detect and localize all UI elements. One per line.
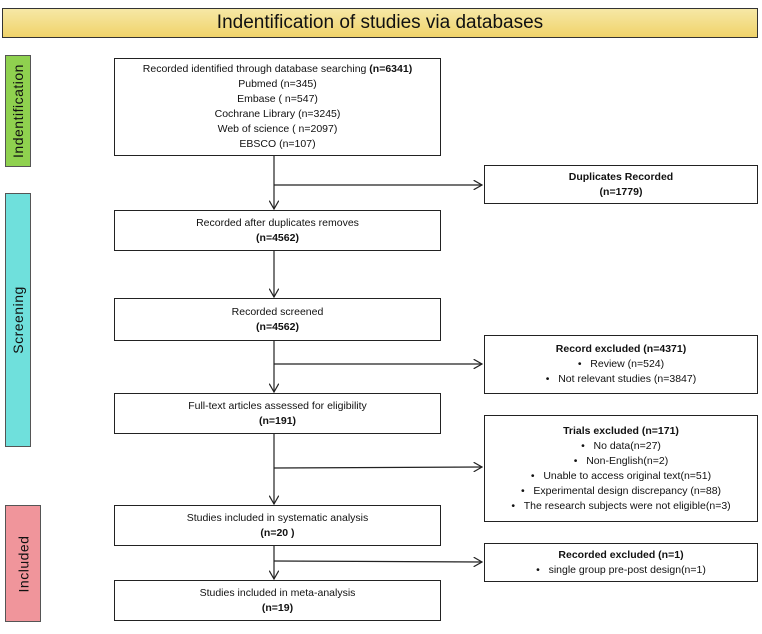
list-item: Not relevant studies (n=3847)	[485, 372, 757, 387]
phase-screening: Screening	[5, 193, 31, 447]
box-record-excluded: Record excluded (n=4371) Review (n=524) …	[484, 335, 758, 394]
list-item: single group pre-post design(n=1)	[485, 563, 757, 578]
box-title: Trials excluded (n=171)	[563, 424, 679, 437]
list-item: Experimental design discrepancy (n=88)	[485, 484, 757, 499]
list-item: Non-English(n=2)	[485, 454, 757, 469]
box-after-duplicates: Recorded after duplicates removes (n=4562…	[114, 210, 441, 251]
box-title: Recorded excluded (n=1)	[558, 548, 684, 561]
box-count: (n=20 )	[260, 526, 295, 539]
box-text: Studies included in systematic analysis	[186, 511, 369, 524]
box-count: (n=6341)	[369, 63, 413, 75]
source-item: Pubmed (n=345)	[238, 78, 317, 90]
arrow	[273, 561, 482, 562]
header-title: Indentification of studies via databases	[2, 8, 758, 38]
box-count: (n=4562)	[256, 231, 299, 244]
list-item: Review (n=524)	[485, 357, 757, 372]
box-text: Studies included in meta-analysis	[199, 586, 356, 599]
list-item: The research subjects were not eligible(…	[485, 499, 757, 514]
box-text: Recorded after duplicates removes	[196, 216, 359, 229]
box-meta: Studies included in meta-analysis (n=19)	[114, 580, 441, 621]
box-count: (n=191)	[258, 414, 297, 427]
box-text: Recorded screened	[231, 305, 324, 318]
box-identified: Recorded identified through database sea…	[114, 58, 441, 156]
list-item: No data(n=27)	[485, 439, 757, 454]
box-text: Full-text articles assessed for eligibil…	[188, 399, 367, 412]
phase-identification: Indentification	[5, 55, 31, 167]
box-recorded-excluded: Recorded excluded (n=1) single group pre…	[484, 543, 758, 582]
box-duplicates: Duplicates Recorded (n=1779)	[484, 165, 758, 204]
box-count: (n=1779)	[599, 185, 643, 198]
box-trials-excluded: Trials excluded (n=171) No data(n=27) No…	[484, 415, 758, 522]
arrow	[273, 467, 482, 468]
box-title: Record excluded (n=4371)	[555, 343, 687, 355]
box-title: Duplicates Recorded	[568, 170, 674, 183]
box-screened: Recorded screened (n=4562)	[114, 298, 441, 341]
box-fulltext: Full-text articles assessed for eligibil…	[114, 393, 441, 434]
list-item: Unable to access original text(n=51)	[485, 469, 757, 484]
phase-included: Included	[5, 505, 41, 622]
box-count: (n=19)	[261, 601, 294, 614]
source-item: Web of science ( n=2097)	[217, 123, 338, 135]
box-text: Recorded identified through database sea…	[142, 63, 370, 75]
source-item: EBSCO (n=107)	[239, 138, 316, 150]
source-item: Embase ( n=547)	[237, 93, 318, 105]
box-count: (n=4562)	[256, 320, 299, 333]
source-item: Cochrane Library (n=3245)	[214, 108, 341, 120]
box-systematic: Studies included in systematic analysis (…	[114, 505, 441, 546]
